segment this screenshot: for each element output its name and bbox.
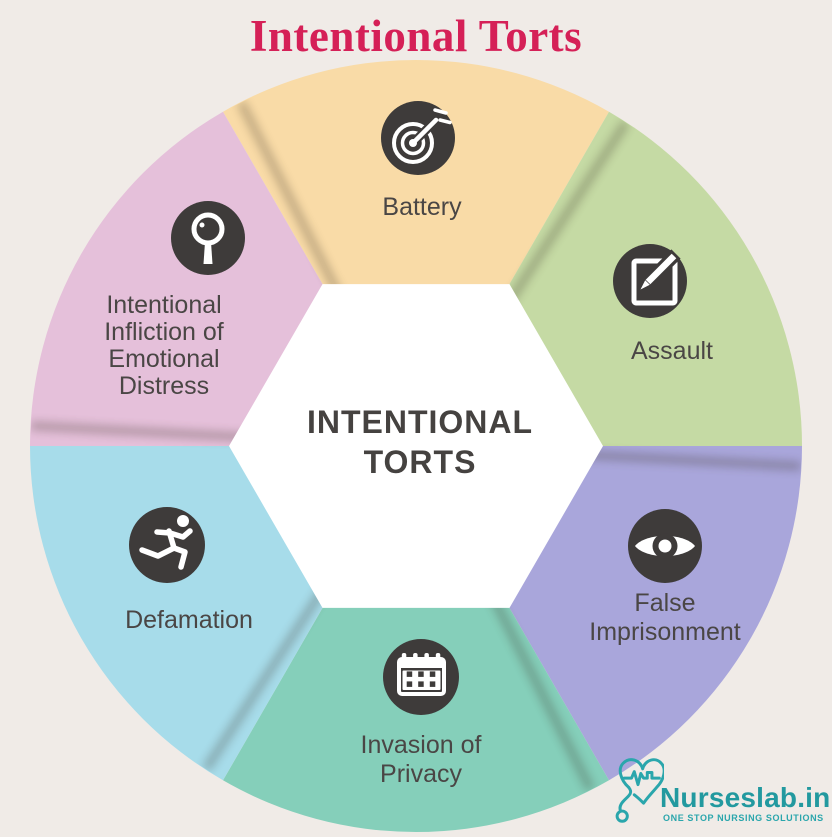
dartboard-target-icon xyxy=(381,101,455,175)
segment-label-battery: Battery xyxy=(382,193,462,221)
logo-name: Nurseslab.in xyxy=(660,782,831,813)
segment-label-assault: Assault xyxy=(631,337,713,365)
wheel-center-title: INTENTIONAL TORTS xyxy=(306,404,534,480)
segment-label-invasion-of-privacy: Invasion of Privacy xyxy=(360,731,482,788)
heart-ecg-stethoscope-icon xyxy=(615,758,664,823)
segment-battery xyxy=(223,59,609,447)
segment-label-defamation: Defamation xyxy=(125,606,253,634)
nurseslab-logo: Nurseslab.in ONE STOP NURSING SOLUTIONS xyxy=(610,748,832,837)
segment-label-iied: Intentional Infliction of Emotional Dist… xyxy=(104,291,224,400)
eye-icon xyxy=(628,509,702,583)
magnifying-glass-icon xyxy=(171,201,245,275)
segment-label-false-imprisonment: False Imprisonment xyxy=(589,589,741,646)
segment-invasion-of-privacy xyxy=(223,446,609,833)
running-person-icon xyxy=(129,507,205,583)
calendar-icon xyxy=(383,639,459,715)
logo-tagline: ONE STOP NURSING SOLUTIONS xyxy=(663,813,824,823)
segment-fold-shadows xyxy=(30,101,802,791)
edit-pencil-icon xyxy=(613,244,687,318)
page-title: Intentional Torts xyxy=(249,11,583,61)
center-hexagon xyxy=(229,284,603,608)
